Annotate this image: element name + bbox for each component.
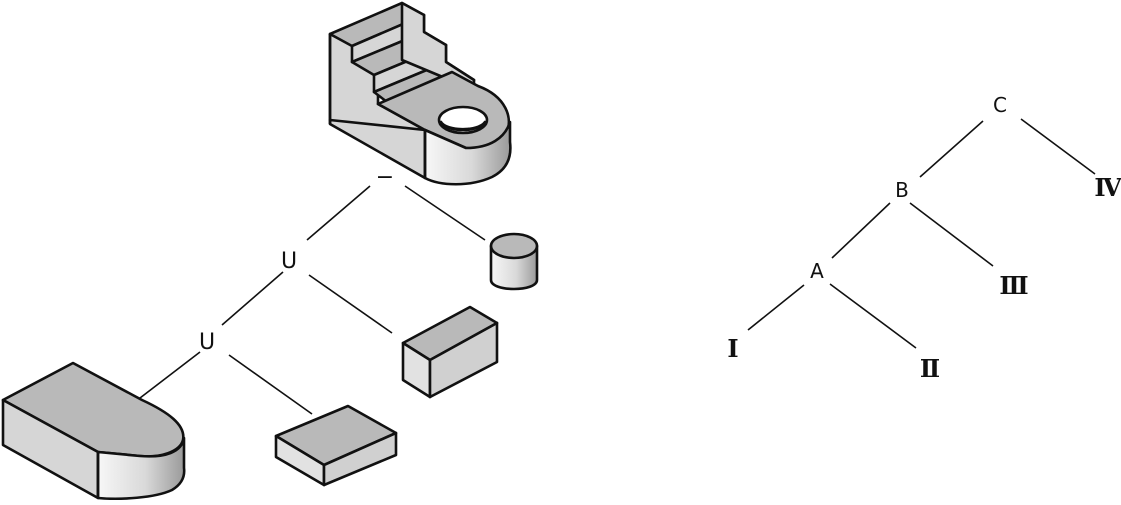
edge-a-to-b [831, 202, 891, 259]
node-b: B [895, 178, 909, 202]
edge-rounded-slab-to-union-lower [139, 351, 201, 399]
edge-c-to-iv [1020, 118, 1096, 175]
leaf-ii: Ⅱ [920, 354, 940, 383]
edge-root-to-cylinder [404, 185, 486, 241]
edge-union-lower-to-union-upper [221, 271, 284, 326]
operator-union-lower: U [199, 330, 215, 355]
binary-tree: C B A Ⅳ Ⅲ Ⅰ Ⅱ [727, 93, 1121, 383]
edge-i-to-a [747, 284, 805, 331]
leaf-iii: Ⅲ [999, 271, 1028, 300]
edge-union-upper-to-box-upright [308, 274, 393, 334]
csg-tree: − U U [1, 1, 539, 501]
edge-a-to-ii [829, 283, 917, 349]
operator-union-upper: U [281, 249, 297, 274]
edge-b-to-c [919, 120, 984, 178]
result-bracket-solid [328, 1, 512, 186]
cylinder-solid [489, 232, 539, 291]
box-flat-solid [274, 404, 398, 487]
edge-union-lower-to-box-flat [228, 354, 313, 415]
rounded-slab-solid [1, 361, 186, 501]
edge-b-to-iii [909, 202, 994, 267]
leaf-i: Ⅰ [727, 334, 738, 363]
node-c: C [993, 93, 1007, 117]
node-a: A [810, 259, 824, 283]
box-upright-solid [401, 305, 499, 399]
leaf-iv: Ⅳ [1094, 173, 1121, 202]
edge-union-upper-to-root [306, 185, 371, 241]
operator-difference: − [376, 165, 394, 190]
